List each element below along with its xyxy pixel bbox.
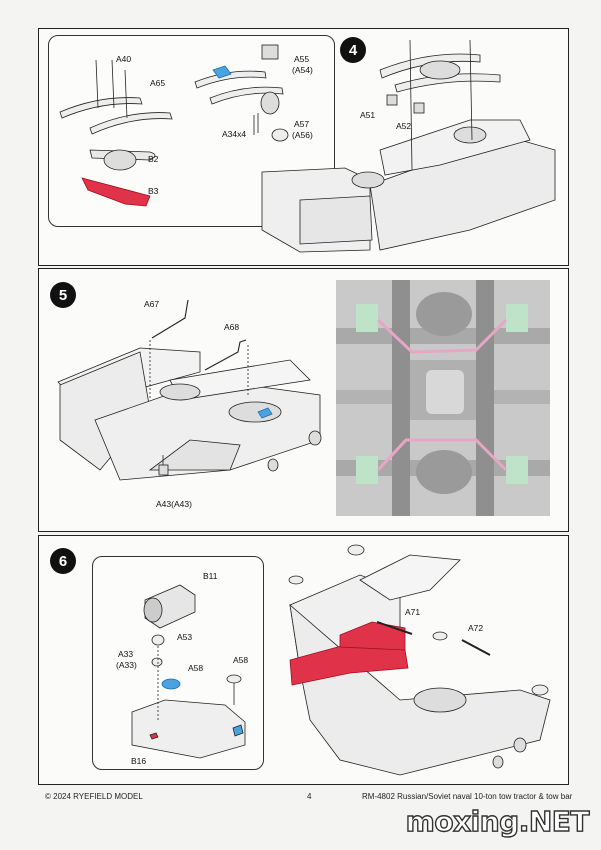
label-a40: A40 [116,54,132,64]
label-a33: A33 [118,649,134,659]
label-a54: (A54) [292,65,313,75]
step-5-badge: 5 [50,282,76,308]
watermark-logo: moxing.NET [405,804,590,838]
label-a71: A71 [405,607,421,617]
label-a56: (A56) [292,130,313,140]
label-b11: B11 [203,571,218,581]
label-a58-b: A58 [233,655,249,665]
step-6-badge: 6 [50,548,76,574]
label-b3: B3 [148,186,159,196]
label-a65: A65 [150,78,166,88]
label-a43: A43(A43) [156,499,192,509]
footer-copyright: © 2024 RYEFIELD MODEL [45,792,143,801]
label-a34: A34x4 [222,129,247,139]
label-a51: A51 [360,110,376,120]
label-a33-alt: (A33) [116,660,137,670]
chassis-photo-render [336,280,550,516]
label-a57: A57 [294,119,310,129]
label-a53: A53 [177,632,193,642]
label-a68: A68 [224,322,240,332]
step-4-badge: 4 [340,37,366,63]
label-a58-a: A58 [188,663,204,673]
label-a67: A67 [144,299,160,309]
label-b2: B2 [148,154,159,164]
step-5-reference-photo [336,280,550,516]
footer-page-number: 4 [307,792,312,801]
footer-product: RM-4802 Russian/Soviet naval 10-ton tow … [362,792,573,801]
label-b16: B16 [131,756,147,766]
label-a52: A52 [396,121,412,131]
label-a72: A72 [468,623,484,633]
label-a55: A55 [294,54,310,64]
